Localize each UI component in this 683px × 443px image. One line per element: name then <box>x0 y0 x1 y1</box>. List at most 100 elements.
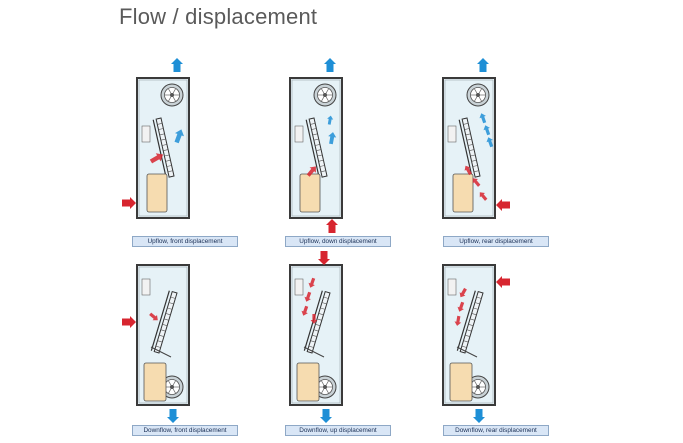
inflow-arrow <box>318 251 330 265</box>
cooling-coil <box>305 117 328 178</box>
unit-upflow-front <box>0 0 190 219</box>
fan-hub <box>170 385 174 389</box>
cabinet-group <box>122 58 190 219</box>
coil-fin <box>314 144 320 146</box>
filter-block <box>143 362 167 402</box>
unit-upflow-rear <box>0 0 510 219</box>
cabinet-inner-frame <box>291 266 341 404</box>
coil-body <box>306 290 331 354</box>
filter-block <box>146 173 168 213</box>
internal-outflow-arrow <box>486 137 494 148</box>
inflow-arrow <box>496 199 510 211</box>
coil-fin <box>158 128 164 130</box>
coil-fin <box>316 149 322 151</box>
coil-fin <box>159 334 164 337</box>
coil-fin <box>312 133 318 136</box>
coil-fin <box>162 324 168 326</box>
outflow-arrow <box>171 58 183 72</box>
coil-fin <box>463 123 469 125</box>
internal-outflow-arrow <box>479 113 487 124</box>
coil-fin <box>167 307 173 310</box>
control-panel <box>294 278 304 296</box>
coil-fin <box>157 123 163 125</box>
inflow-arrow <box>122 316 136 328</box>
diagram-caption: Upflow, rear displacement <box>443 236 549 247</box>
cabinet-group <box>442 58 510 219</box>
internal-outflow-arrow <box>483 125 491 136</box>
internal-inflow-arrow <box>464 165 472 176</box>
unit-downflow-top <box>0 0 343 423</box>
coil-body <box>308 117 328 178</box>
fan-hub <box>170 93 174 97</box>
fan-icon <box>313 375 337 399</box>
coil-fin <box>163 318 169 321</box>
cabinet-inner-frame <box>138 79 188 217</box>
coil-frame <box>456 290 476 351</box>
coil-fin <box>469 149 475 151</box>
internal-inflow-arrow <box>310 314 318 324</box>
coil-fin <box>312 334 317 337</box>
coil-fin <box>473 170 479 173</box>
control-panel <box>141 125 151 143</box>
internal-outflow-arrow <box>174 129 184 144</box>
internal-inflow-arrow <box>301 305 309 316</box>
coil-fin <box>467 144 473 146</box>
internal-outflow-arrow <box>328 132 337 145</box>
filter-block <box>452 173 474 213</box>
coil-fin <box>476 296 482 299</box>
coil-fin <box>471 159 477 162</box>
internal-inflow-arrow <box>306 166 316 177</box>
diagram-caption: Downflow, front displacement <box>132 425 238 436</box>
cabinet-inner-frame <box>444 266 494 404</box>
coil-body <box>459 290 484 354</box>
coil-fin <box>316 318 322 321</box>
drain-tray <box>150 346 172 358</box>
outflow-arrow <box>477 58 489 72</box>
inflow-arrow <box>496 276 510 288</box>
internal-inflow-arrow <box>459 287 467 298</box>
outflow-arrow <box>167 409 179 423</box>
drain-tray <box>456 346 478 358</box>
diagram-caption: Upflow, front displacement <box>132 236 238 247</box>
fan-hub <box>323 93 327 97</box>
fan-icon <box>466 83 490 107</box>
unit-upflow-bottom <box>0 0 343 233</box>
fan-hub <box>323 385 327 389</box>
outflow-arrow <box>320 409 332 423</box>
cooling-coil <box>152 117 175 178</box>
coil-fin <box>472 165 478 167</box>
coil-frame <box>152 119 167 178</box>
fan-icon <box>160 375 184 399</box>
coil-fin <box>165 313 171 316</box>
control-panel <box>447 278 457 296</box>
coil-fin <box>320 307 326 310</box>
coil-fin <box>170 296 176 299</box>
internal-inflow-arrow <box>149 153 164 164</box>
inflow-arrow <box>326 219 338 233</box>
coil-fin <box>317 154 323 157</box>
internal-inflow-arrow <box>454 315 462 326</box>
unit-downflow-rear <box>0 0 510 423</box>
coil-fin <box>168 302 174 305</box>
coil-fin <box>465 334 470 337</box>
coil-fin <box>313 138 319 141</box>
cabinet-inner-frame <box>291 79 341 217</box>
coil-frame <box>305 119 320 178</box>
coil-fin <box>164 154 170 157</box>
coil-fin <box>468 324 474 326</box>
inflow-arrow <box>122 197 136 209</box>
page-title: Flow / displacement <box>119 4 318 29</box>
coil-fin <box>464 128 470 130</box>
coil-fin <box>167 170 173 173</box>
coil-fin <box>463 340 469 343</box>
cooling-coil <box>150 290 178 354</box>
coil-fin <box>323 296 329 299</box>
internal-inflow-arrow <box>457 301 465 312</box>
coil-body <box>155 117 175 178</box>
diagram-caption: Downflow, up displacement <box>285 425 391 436</box>
internal-inflow-arrow <box>304 291 312 302</box>
filter-block <box>296 362 320 402</box>
